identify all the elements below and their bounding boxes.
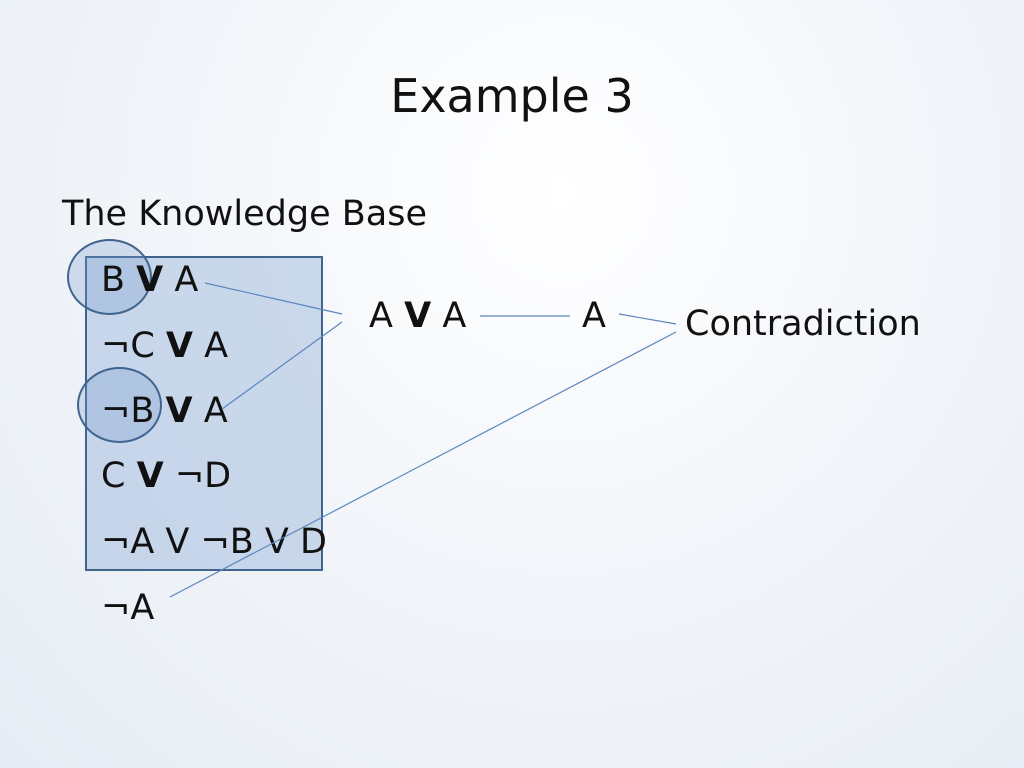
highlight-circle-not-b (77, 367, 162, 443)
clause-1-left: B (101, 260, 126, 300)
clause-1: B V A (101, 258, 198, 302)
highlight-circle-b (67, 239, 152, 315)
negated-goal: ¬A (101, 588, 155, 628)
clause-3-left: ¬B (101, 391, 155, 431)
knowledge-base-heading: The Knowledge Base (62, 194, 427, 234)
clause-2: ¬C V A (101, 324, 228, 368)
clause-4-operator: V (136, 456, 164, 496)
clause-2-left: ¬C (101, 326, 155, 366)
clause-2-operator: V (165, 326, 193, 366)
contradiction-label: Contradiction (685, 304, 921, 344)
clause-1-right: A (174, 260, 199, 300)
clause-3-right: A (203, 391, 228, 431)
clause-3: ¬B V A (101, 389, 228, 433)
resolvent-a-or-a: A V A (369, 294, 466, 338)
clause-1-operator: V (136, 260, 164, 300)
clause-4: C V ¬D (101, 454, 231, 498)
clause-5: ¬A V ¬B V D (101, 522, 327, 562)
clause-2-right: A (204, 326, 229, 366)
clause-4-right: ¬D (174, 456, 232, 496)
clause-4-left: C (101, 456, 126, 496)
line-a-to-contradiction (618, 313, 677, 325)
resolvent-a: A (582, 296, 606, 336)
resolvent-1-operator: V (404, 296, 432, 336)
clause-3-operator: V (165, 391, 193, 431)
slide-title: Example 3 (390, 69, 634, 123)
resolvent-1-right: A (442, 296, 467, 336)
resolvent-1-left: A (369, 296, 393, 336)
